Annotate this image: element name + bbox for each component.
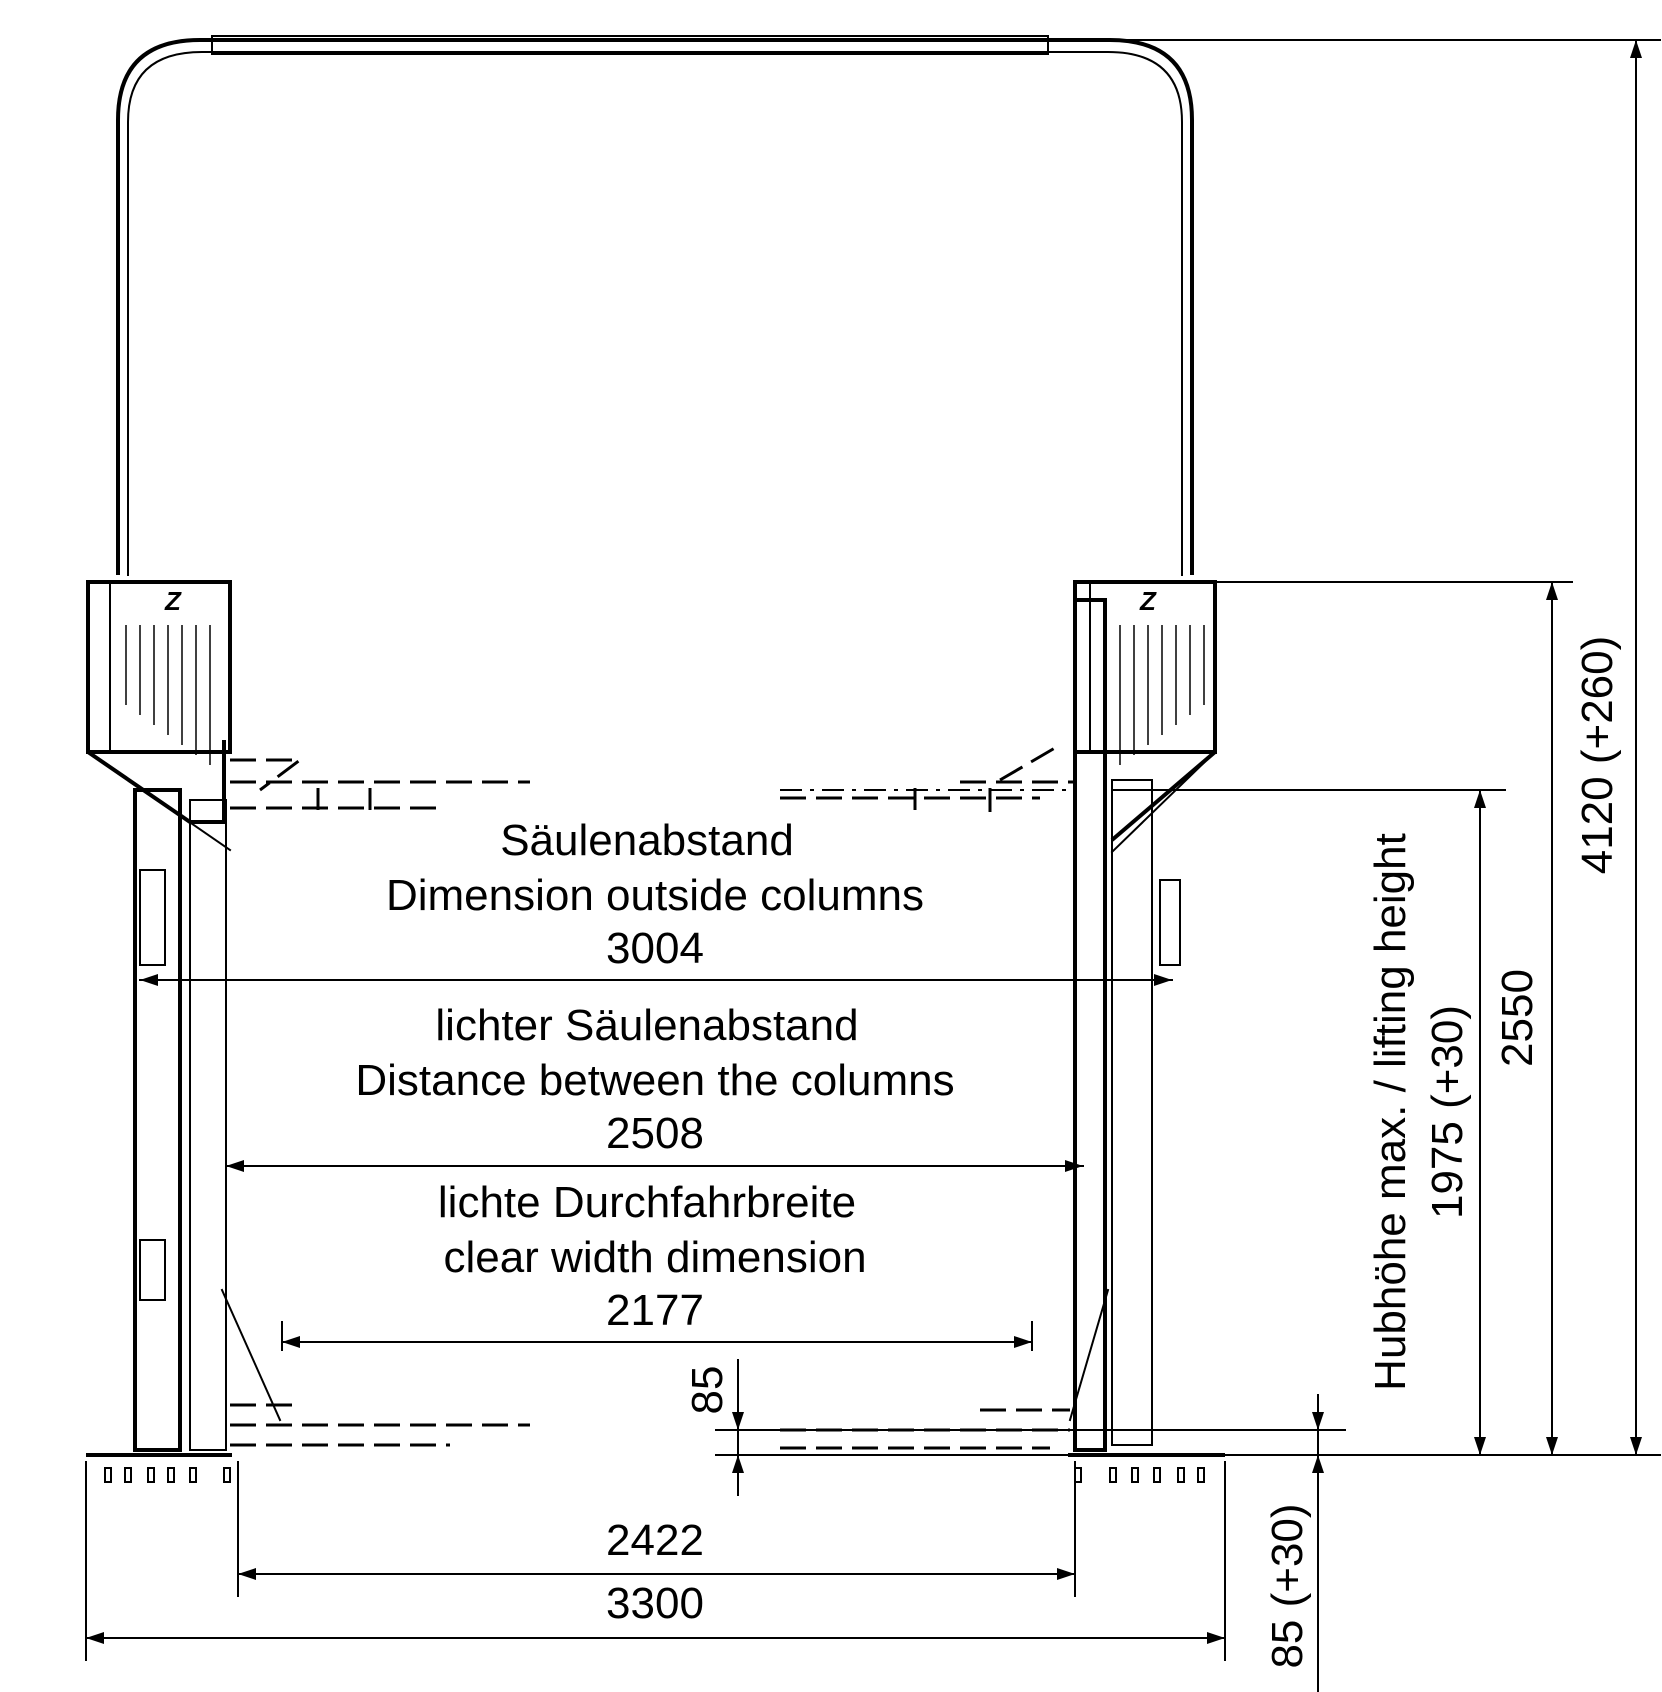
left-column-ribs bbox=[125, 625, 211, 765]
clear-width-label-de: lichte Durchfahrbreite bbox=[438, 1178, 856, 1227]
lift-height-label: Hubhöhe max. / lifting height bbox=[1366, 833, 1415, 1391]
upper-lift-arms bbox=[230, 743, 1075, 812]
dimension-2422 bbox=[237, 1461, 1076, 1597]
right-column-ribs bbox=[1119, 625, 1205, 765]
left-anchor-bolts bbox=[104, 1467, 231, 1483]
clear-width-value: 2177 bbox=[606, 1286, 704, 1335]
lower-lift-arms bbox=[230, 1403, 1070, 1450]
arm-height-value: 85 bbox=[683, 1366, 732, 1415]
right-anchor-bolts bbox=[1074, 1467, 1205, 1483]
col-dist-label-de: Säulenabstand bbox=[500, 816, 794, 865]
clear-col-value: 2508 bbox=[606, 1109, 704, 1158]
dimension-3004 bbox=[139, 974, 1173, 986]
base-plates bbox=[86, 1453, 1225, 1483]
column-height-value: 2550 bbox=[1493, 969, 1542, 1067]
dimension-2508 bbox=[225, 1160, 1084, 1172]
base-height-value: 85 (+30) bbox=[1263, 1503, 1312, 1668]
lift-height-value: 1975 (+30) bbox=[1423, 1005, 1472, 1219]
clear-width-label-en: clear width dimension bbox=[443, 1233, 866, 1282]
dimension-85-arm bbox=[715, 1359, 1661, 1496]
base-inner-value: 2422 bbox=[606, 1516, 704, 1565]
dimension-total-height bbox=[1109, 39, 1661, 1456]
dimension-85-base bbox=[1312, 1394, 1324, 1692]
left-column: Z bbox=[86, 580, 282, 1452]
dimension-4120 bbox=[1214, 581, 1573, 1456]
col-dist-label-en: Dimension outside columns bbox=[386, 871, 924, 920]
dimension-3300 bbox=[85, 1461, 1226, 1661]
brand-logo-left: Z bbox=[164, 586, 182, 616]
dimension-2177 bbox=[281, 1321, 1033, 1351]
dimension-2550 bbox=[1111, 789, 1506, 1456]
total-height-value: 4120 (+260) bbox=[1573, 636, 1622, 875]
brand-logo-right: Z bbox=[1139, 586, 1157, 616]
base-outer-value: 3300 bbox=[606, 1579, 704, 1628]
overhead-bar bbox=[116, 35, 1194, 576]
clear-col-label-en: Distance between the columns bbox=[355, 1056, 954, 1105]
col-dist-value: 3004 bbox=[606, 924, 704, 973]
right-column: Z bbox=[1068, 580, 1217, 1452]
clear-col-label-de: lichter Säulenabstand bbox=[435, 1001, 858, 1050]
